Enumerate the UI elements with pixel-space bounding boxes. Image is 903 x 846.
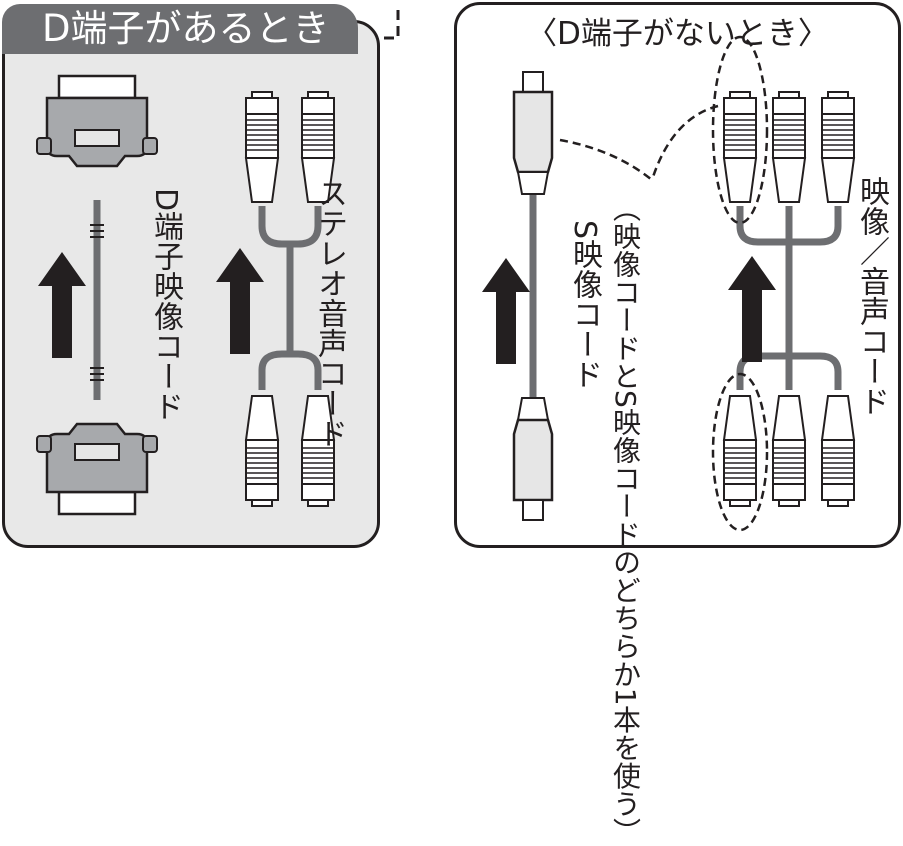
cable-choice-note: （映像コードとS映像コードのどちらか1本を使う） (609, 194, 642, 846)
right-panel-title: 〈D端子がないとき〉 (526, 16, 829, 52)
right-panel (454, 2, 901, 548)
s-video-cable-label: S映像コード (567, 220, 602, 390)
av-cable-label: 映像／音声コード (854, 176, 889, 416)
left-panel-title: D端子があるとき (2, 4, 358, 54)
d-terminal-cable-label: D端子映像コード (148, 188, 183, 422)
stereo-audio-cable-label: ステレオ音声コード (312, 178, 347, 448)
